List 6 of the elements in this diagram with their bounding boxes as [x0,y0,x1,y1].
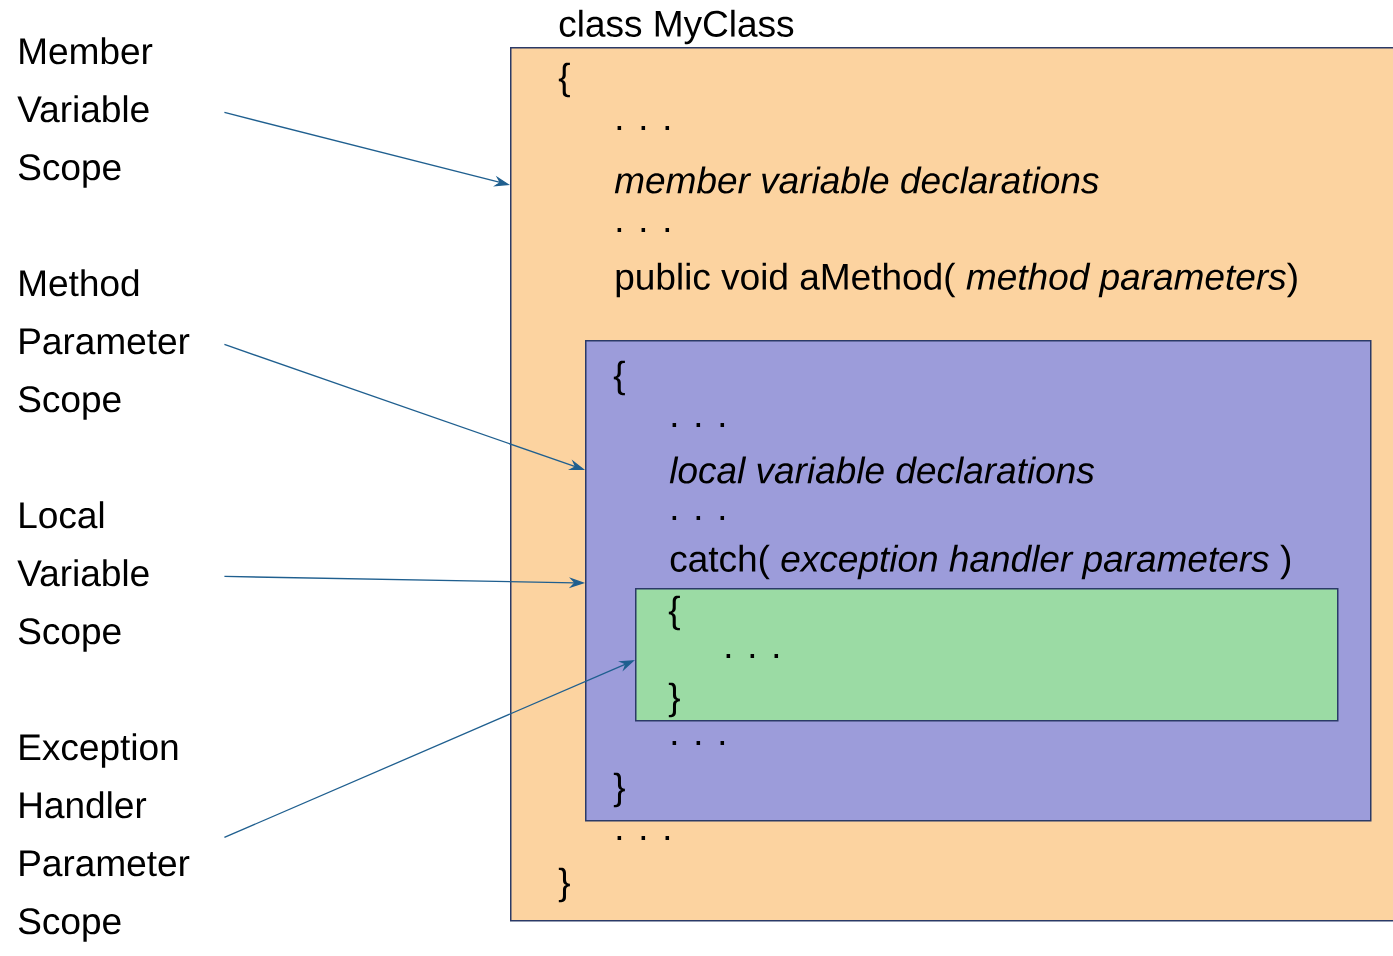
scope-box: { . . . } [635,588,1339,722]
scope-label: Method Parameter Scope [18,269,190,420]
scope-label: Exception Handler Parameter Scope [18,733,190,942]
scope-label: Local Variable Scope [17,501,149,652]
scope-label: Member Variable Scope [17,37,153,188]
node-label: class MyClass [559,9,794,45]
